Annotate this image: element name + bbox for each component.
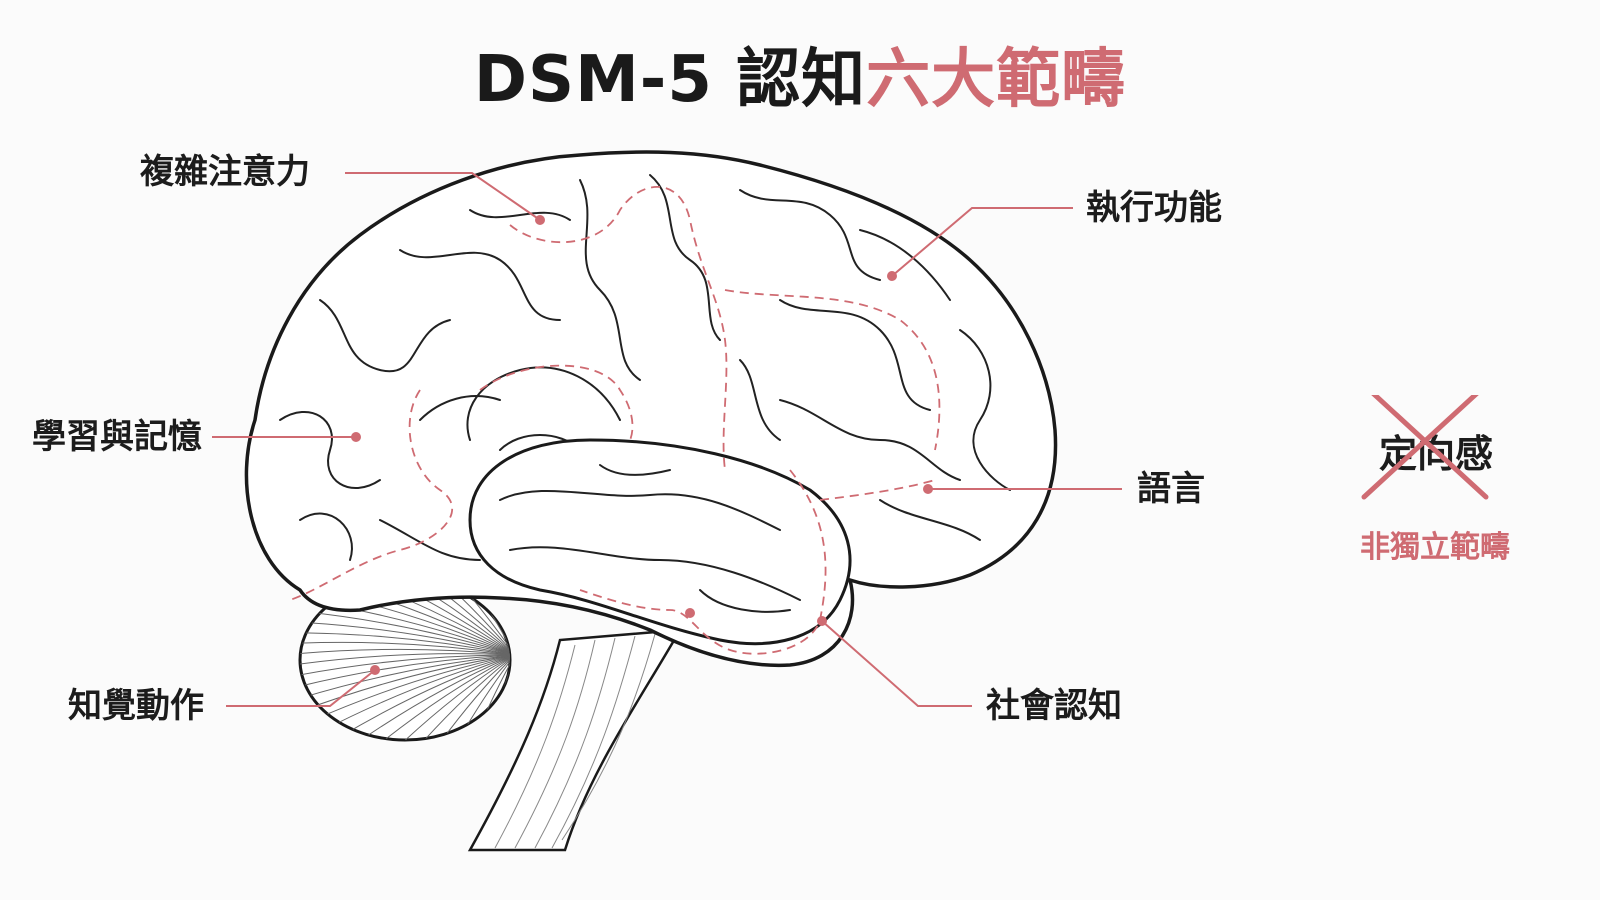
cerebellum (298, 578, 512, 742)
cerebellum-fold (300, 641, 510, 656)
connector-social-cognition (821, 620, 972, 707)
cerebellum-fold (300, 653, 510, 668)
marker-language (923, 484, 933, 494)
cerebellum-fold (332, 654, 510, 740)
cerebellum-fold (300, 654, 510, 713)
label-connectors (212, 172, 1122, 707)
cerebellum-fold (300, 654, 510, 691)
cross-out-icon (1361, 395, 1489, 500)
label-perceptual-motor: 知覺動作 (68, 686, 204, 726)
title-accent: 六大範疇 (866, 43, 1127, 117)
cerebellum-fold (308, 654, 510, 723)
cerebellum-fold (300, 648, 510, 657)
marker-social-cognition (817, 616, 827, 626)
region-markers (351, 215, 933, 675)
marker-executive-function (887, 271, 897, 281)
marker-perceptual-motor (370, 665, 380, 675)
excluded-domain-note: 非獨立範疇 (1360, 530, 1510, 565)
cerebellum-fold (300, 654, 510, 702)
cerebellum-fold (379, 654, 510, 740)
brainstem (467, 628, 683, 852)
marker-temporal (685, 608, 695, 618)
cerebellum-fold (362, 654, 510, 740)
page-title: DSM-5 認知六大範疇 (0, 28, 1600, 120)
cerebellum-fold (300, 654, 510, 680)
cerebellum-fold (330, 580, 510, 656)
marker-learning-memory (351, 432, 361, 442)
connector-perceptual-motor (226, 669, 376, 707)
cerebellum-fold (397, 654, 510, 740)
label-complex-attention: 複雜注意力 (140, 152, 310, 192)
label-social-cognition: 社會認知 (986, 686, 1122, 726)
cerebellum-fold (436, 654, 510, 740)
cerebellum-fold (416, 654, 510, 740)
label-executive-function: 執行功能 (1086, 188, 1222, 228)
connector-executive-function (891, 207, 1073, 277)
cerebellum-fold (300, 632, 510, 656)
label-language: 語言 (1137, 469, 1205, 509)
connector-complex-attention (345, 172, 541, 221)
excluded-domain: 定向感 (1356, 395, 1516, 515)
cerebrum (244, 150, 1058, 668)
cerebellum-fold (345, 580, 510, 656)
cerebellum-fold (319, 654, 510, 733)
title-main: DSM-5 認知 (473, 43, 867, 117)
label-learning-memory: 學習與記憶 (32, 417, 202, 457)
marker-complex-attention (535, 215, 545, 225)
